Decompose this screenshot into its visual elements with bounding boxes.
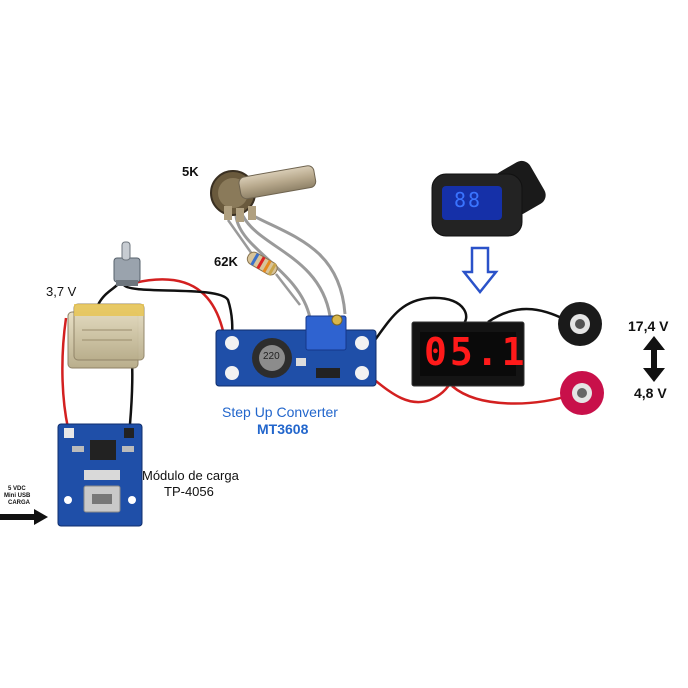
pot-wire-3 (249, 212, 347, 315)
pot-wire-2 (241, 215, 332, 317)
binding-post-black (558, 302, 602, 346)
battery-red-wire (61, 317, 70, 429)
toggle-switch (113, 241, 141, 286)
usb-label-line3: CARGA (8, 500, 30, 506)
car-voltmeter-reading: 88 (454, 188, 483, 212)
battery-voltage-label: 3,7 V (46, 284, 77, 299)
inductor-marking: 220 (263, 351, 280, 362)
double-arrow-icon (643, 336, 665, 382)
resistor-label: 62K (214, 254, 238, 269)
voltmeter (411, 321, 525, 387)
stepup-converter-board (215, 314, 377, 387)
charger-label-line2: TP-4056 (164, 484, 214, 499)
voltage-min-label: 4,8 V (634, 385, 667, 401)
charger-module (57, 423, 143, 527)
usb-label-line1: 5 VDC (8, 486, 26, 492)
converter-model: MT3608 (257, 421, 309, 437)
usb-input-arrow (0, 509, 48, 525)
converter-black-out (370, 296, 468, 345)
charger-label-line1: Módulo de carga (142, 468, 239, 483)
resistor (246, 251, 278, 276)
voltage-max-label: 17,4 V (628, 318, 669, 334)
voltmeter-black-to-jack (487, 307, 571, 324)
converter-title: Step Up Converter (222, 404, 338, 420)
car-voltmeter (431, 160, 546, 237)
resistor-lead (226, 219, 254, 255)
voltmeter-reading: 05.1 (424, 330, 528, 374)
potentiometer (210, 165, 317, 222)
lipo-battery (67, 303, 145, 369)
binding-post-red (560, 371, 604, 415)
potentiometer-label: 5K (182, 164, 199, 179)
usb-label-line2: Mini USB (4, 493, 31, 499)
converter-red-out (371, 377, 451, 404)
voltmeter-red-to-jack (451, 385, 575, 405)
down-arrow-icon (461, 246, 499, 295)
